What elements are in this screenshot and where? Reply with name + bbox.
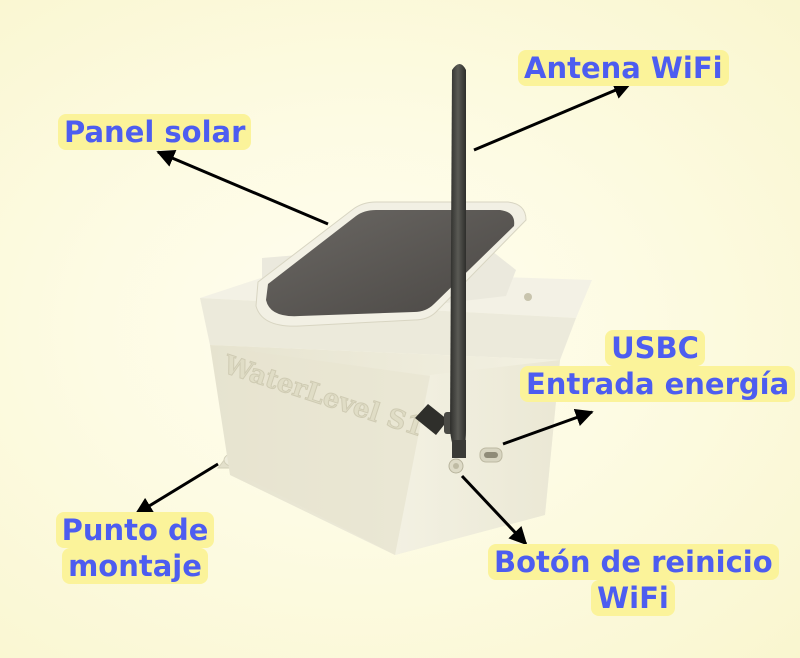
solar-panel-label-text: Panel solar <box>58 114 252 150</box>
usbc-port <box>479 447 503 463</box>
enclosure: WaterLevel S1 <box>200 270 592 555</box>
arrow-reset <box>460 474 528 546</box>
reset-label-line2: WiFi <box>591 580 675 616</box>
solar-panel-label: Panel solar <box>58 114 252 150</box>
antenna-label-text: Antena WiFi <box>518 50 729 86</box>
mount-label-line1: Punto de <box>55 512 215 548</box>
reset-label: Botón de reinicio WiFi <box>488 544 779 616</box>
usbc-label: USBC Entrada energía <box>520 330 796 402</box>
arrow-antenna <box>473 82 632 152</box>
arrow-usbc <box>502 409 594 446</box>
mount-label-line2: montaje <box>62 548 208 584</box>
callout-arrows <box>134 82 632 546</box>
arrow-solar-panel <box>156 150 329 226</box>
reset-label-line1: Botón de reinicio <box>488 544 779 580</box>
reset-button <box>448 458 464 474</box>
usbc-label-line2: Entrada energía <box>520 366 796 402</box>
arrow-mount <box>134 462 219 516</box>
antenna-label: Antena WiFi <box>518 50 729 86</box>
mount-label: Punto de montaje <box>50 512 220 584</box>
usbc-label-line1: USBC <box>605 330 705 366</box>
wifi-antenna <box>450 64 466 458</box>
